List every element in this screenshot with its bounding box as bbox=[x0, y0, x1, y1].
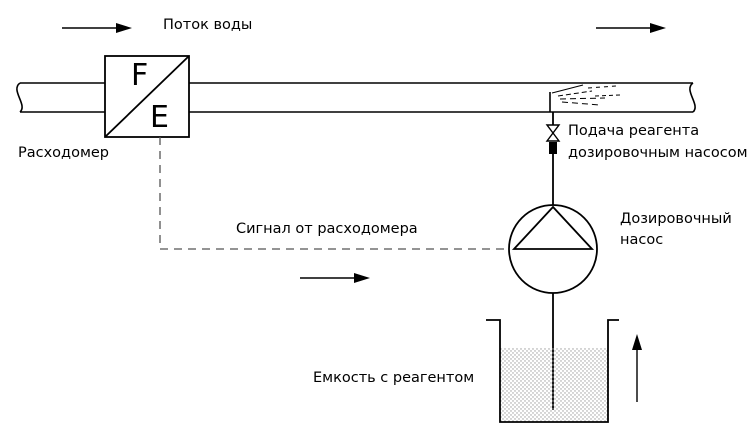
signal-arrow bbox=[300, 273, 370, 283]
flowmeter-letter-e: E bbox=[150, 100, 169, 135]
flow-arrow-left bbox=[62, 23, 132, 33]
pipe-break-left bbox=[16, 82, 23, 113]
dosing-pump bbox=[508, 204, 598, 294]
pump-triangle-icon bbox=[511, 205, 595, 250]
flowmeter-label: Расходомер bbox=[18, 145, 109, 161]
flow-arrow-right bbox=[596, 23, 666, 33]
signal-line bbox=[159, 137, 510, 250]
flowmeter-letter-f: F bbox=[131, 58, 148, 93]
check-valve-icon bbox=[549, 142, 557, 154]
pump-label-line1: Дозировочный bbox=[620, 211, 732, 227]
reagent-feed-label-line2: дозировочным насосом bbox=[568, 145, 748, 161]
tank-label: Емкость с реагентом bbox=[313, 370, 474, 386]
water-pipe bbox=[16, 82, 696, 113]
water-flow-label: Поток воды bbox=[163, 17, 252, 33]
injection-spray bbox=[549, 84, 621, 112]
pump-label-line2: насос bbox=[620, 232, 663, 248]
reagent-feed-label-line1: Подача реагента bbox=[568, 123, 699, 139]
up-arrow bbox=[632, 334, 642, 402]
reagent-feed-line bbox=[545, 112, 561, 205]
reagent-tank bbox=[486, 319, 619, 423]
flowmeter-box: F E bbox=[104, 55, 190, 138]
pipe-break-right bbox=[689, 82, 696, 113]
signal-label: Сигнал от расходомера bbox=[236, 221, 418, 237]
reagent-liquid bbox=[500, 348, 608, 422]
